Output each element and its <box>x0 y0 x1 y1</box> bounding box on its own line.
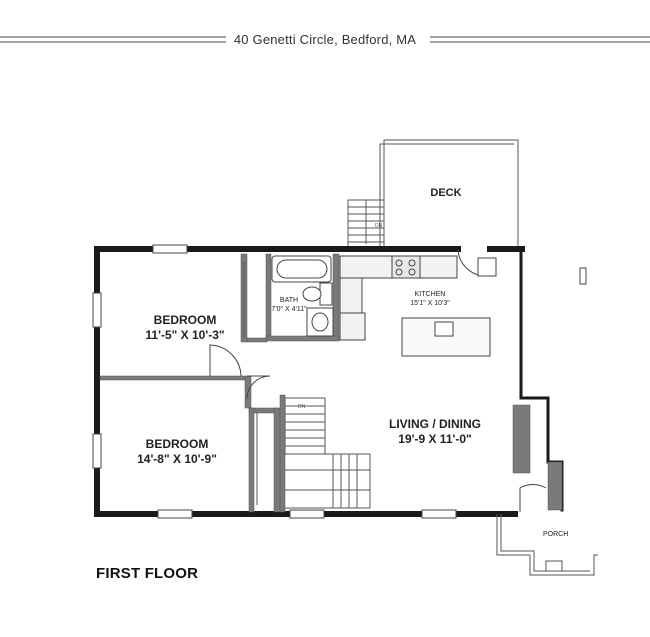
kitchen-label: KITCHEN 15'1" X 10'3" <box>398 290 462 308</box>
bedroom-upper-dims: 11'-5" X 10'-3" <box>145 328 225 342</box>
bath-dims: 7'0" X 4'11" <box>271 306 307 313</box>
deck-stair-dn-label: DN <box>375 223 383 229</box>
bedroom-upper-label: BEDROOM 11'-5" X 10'-3" <box>130 313 240 343</box>
bedroom-upper-name: BEDROOM <box>153 313 217 327</box>
door-swings <box>209 248 547 512</box>
bedroom-lower-label: BEDROOM 14'-8" X 10'-9" <box>122 437 232 467</box>
kitchen-dims: 15'1" X 10'3" <box>410 300 450 307</box>
bedroom-lower-dims: 14'-8" X 10'-9" <box>137 452 217 466</box>
address-header: 40 Genetti Circle, Bedford, MA <box>0 32 650 47</box>
address-text: 40 Genetti Circle, Bedford, MA <box>225 32 425 47</box>
deck-stair <box>347 199 385 249</box>
header-rule <box>0 36 650 43</box>
bath-label: BATH 7'0" X 4'11" <box>270 296 308 314</box>
bedroom-lower-name: BEDROOM <box>145 437 209 451</box>
kitchen-counters <box>339 255 497 357</box>
bath-name: BATH <box>279 297 299 304</box>
living-dining-label: LIVING / DINING 19'-9 X 11'-0" <box>380 417 490 447</box>
living-dining-dims: 19'-9 X 11'-0" <box>398 432 472 446</box>
main-stair <box>284 397 371 509</box>
deck-label: DECK <box>430 187 462 199</box>
living-dining-name: LIVING / DINING <box>388 417 481 431</box>
main-stair-dn-label: DN <box>298 404 306 410</box>
porch-label: PORCH <box>543 531 569 538</box>
windows <box>92 244 587 519</box>
bath-fixtures <box>271 255 334 337</box>
deck <box>379 139 519 248</box>
kitchen-name: KITCHEN <box>414 291 446 298</box>
floor-title: FIRST FLOOR <box>96 565 199 582</box>
closet-doors <box>243 262 258 505</box>
porch <box>496 514 598 576</box>
